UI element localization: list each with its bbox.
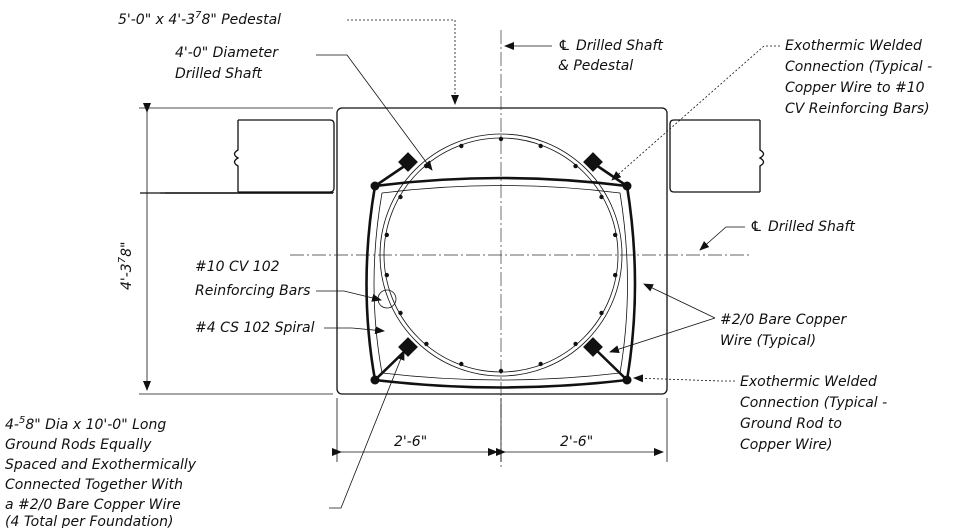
- ground-rods-line3: Spaced and Exothermically: [5, 457, 197, 473]
- right-wall-outline: [669, 119, 765, 193]
- shaft-label-line1: 4'-0" Diameter: [175, 45, 279, 61]
- exothermic-top-line1: Exothermic Welded: [785, 38, 922, 54]
- ground-rods-line5: a #2/0 Bare Copper Wire: [5, 497, 181, 513]
- cl-shaft-label: Drilled Shaft: [768, 219, 855, 235]
- exothermic-top-line4: CV Reinforcing Bars): [785, 101, 930, 117]
- centerline-symbol-right: ℄: [750, 219, 763, 235]
- exothermic-bottom-line1: Exothermic Welded: [740, 374, 877, 390]
- rebar-highlight-circle: [377, 289, 397, 309]
- rebar-1: [498, 136, 504, 142]
- exothermic-top-line3: Copper Wire to #10: [785, 80, 925, 96]
- rebar-15: [384, 232, 389, 238]
- leader-lines: [316, 19, 780, 509]
- ground-rods-line1: 4-58" Dia x 10'-0" Long: [5, 415, 166, 433]
- pedestal-outline: [336, 107, 668, 395]
- rebar-3: [573, 163, 578, 169]
- rebar-13: [398, 310, 403, 316]
- rebar-11: [459, 361, 464, 367]
- copper-label-line1: #2/0 Bare Copper: [720, 312, 847, 328]
- rebar-18: [459, 143, 464, 149]
- spiral-label: #4 CS 102 Spiral: [195, 320, 315, 336]
- rebar-label-line2: Reinforcing Bars: [195, 283, 310, 299]
- exothermic-bottom-line4: Copper Wire): [740, 437, 833, 453]
- dimension-left-label: 2'-6": [394, 434, 427, 450]
- dimension-right-label: 2'-6": [560, 434, 593, 450]
- drilled-shaft-circle: [379, 133, 623, 377]
- rebar-7: [599, 310, 604, 316]
- ground-rods-line6: (4 Total per Foundation): [5, 514, 173, 528]
- rebar-6: [613, 272, 618, 278]
- pedestal-label: 5'-0" x 4'-378" Pedestal: [118, 10, 281, 28]
- rebar-5: [613, 232, 618, 238]
- centerline-symbol-top: ℄: [558, 38, 571, 54]
- rebar-2: [538, 143, 543, 149]
- rebar-4: [599, 194, 604, 200]
- height-dimension-label: 4'-378": [117, 242, 135, 290]
- rebar-9: [538, 361, 543, 367]
- ground-rods-line4: Connected Together With: [5, 477, 183, 493]
- cl-shaft-pedestal-line2: & Pedestal: [558, 58, 633, 74]
- rebar-16: [398, 194, 403, 200]
- exothermic-bottom-line3: Ground Rod to: [740, 416, 842, 432]
- exothermic-top-line2: Connection (Typical -: [785, 59, 932, 75]
- dimension-lines: [139, 103, 668, 462]
- reinforcing-bars: [384, 136, 618, 374]
- rebar-label-line1: #10 CV 102: [195, 259, 280, 275]
- ground-rods-line2: Ground Rods Equally: [5, 437, 152, 453]
- exothermic-bottom-line2: Connection (Typical -: [740, 395, 887, 411]
- left-wall-outline: [233, 119, 335, 193]
- rebar-12: [424, 341, 429, 347]
- left-adjacent-wall: [140, 192, 334, 194]
- cl-shaft-pedestal-line1: Drilled Shaft: [576, 38, 663, 54]
- copper-label-line2: Wire (Typical): [720, 333, 816, 349]
- rebar-10: [498, 368, 504, 374]
- rebar-8: [573, 341, 578, 347]
- shaft-label-line2: Drilled Shaft: [175, 66, 262, 82]
- rebar-14: [384, 272, 389, 278]
